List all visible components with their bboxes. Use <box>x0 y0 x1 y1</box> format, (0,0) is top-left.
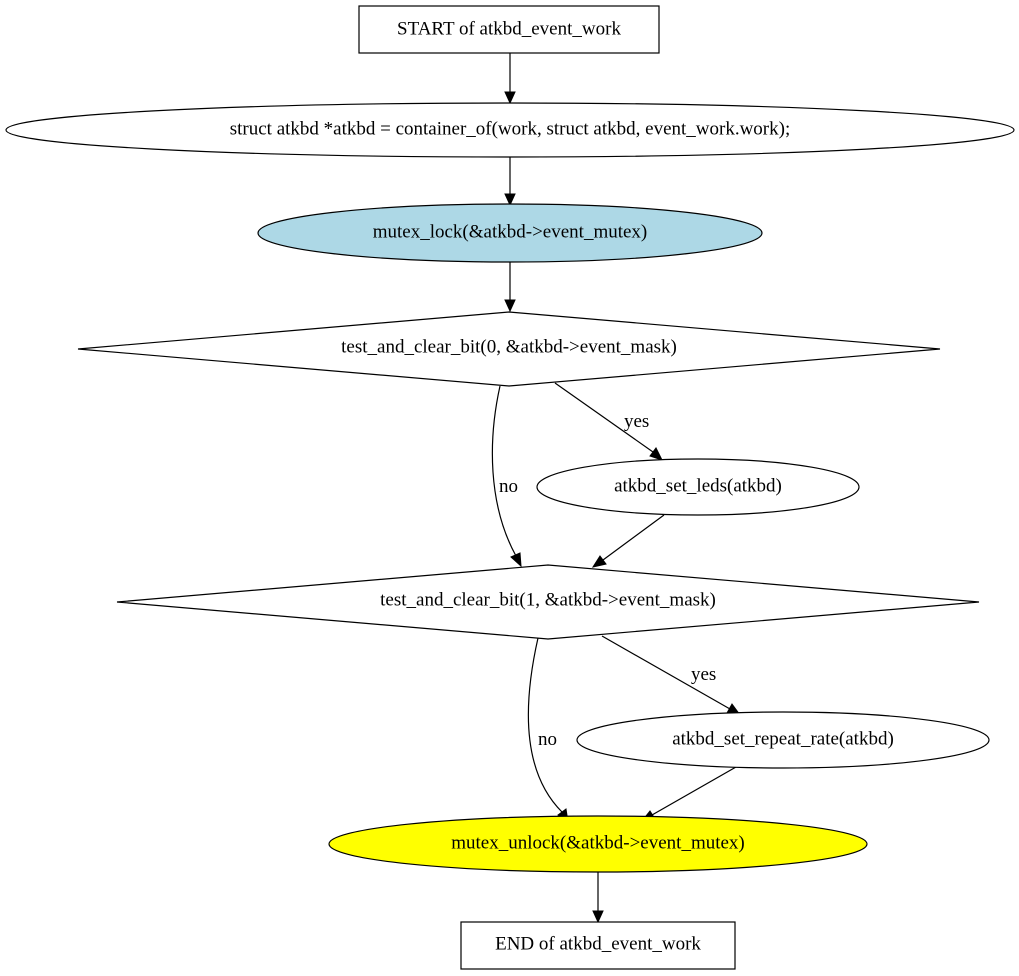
node-set-leds: atkbd_set_leds(atkbd) <box>536 458 860 516</box>
test-bit-1-diamond <box>116 564 980 640</box>
edge-repeat-to-unlock <box>651 766 737 816</box>
edge-label-test0-no: no <box>499 476 518 497</box>
end-label: END of atkbd_event_work <box>495 933 701 954</box>
node-container-of: struct atkbd *atkbd = container_of(work,… <box>5 102 1015 158</box>
set-leds-label: atkbd_set_leds(atkbd) <box>614 475 782 496</box>
arrow-unlock-to-end <box>592 910 604 924</box>
edge-test1-no <box>527 637 563 813</box>
edge-test0-yes <box>554 382 654 453</box>
arrow-leds-to-test1 <box>591 555 607 568</box>
test-bit-0-label: test_and_clear_bit(0, &atkbd->event_mask… <box>341 336 677 357</box>
edge-test1-yes <box>601 635 731 710</box>
edge-label-test1-no: no <box>538 729 557 750</box>
container-of-label: struct atkbd *atkbd = container_of(work,… <box>230 118 791 139</box>
node-end: END of atkbd_event_work <box>460 921 736 970</box>
node-mutex-lock: mutex_lock(&atkbd->event_mutex) <box>257 203 763 263</box>
arrow-test0-no <box>510 552 522 568</box>
node-test-bit-1: test_and_clear_bit(1, &atkbd->event_mask… <box>116 564 980 640</box>
end-box <box>460 921 736 970</box>
start-label: START of atkbd_event_work <box>397 18 621 39</box>
test-bit-0-diamond <box>77 311 941 387</box>
arrow-container-to-lock <box>504 193 516 207</box>
set-leds-ellipse <box>536 458 860 516</box>
edge-leds-to-test1 <box>602 514 665 561</box>
arrow-test0-yes <box>649 447 663 461</box>
mutex-lock-label: mutex_lock(&atkbd->event_mutex) <box>373 221 648 242</box>
test-bit-1-label: test_and_clear_bit(1, &atkbd->event_mask… <box>380 589 716 610</box>
edges <box>491 53 742 924</box>
edge-labels: yes no yes no <box>499 411 716 750</box>
node-set-repeat-rate: atkbd_set_repeat_rate(atkbd) <box>576 711 990 769</box>
mutex-unlock-label: mutex_unlock(&atkbd->event_mutex) <box>451 832 745 853</box>
node-start: START of atkbd_event_work <box>358 5 660 54</box>
node-test-bit-0: test_and_clear_bit(0, &atkbd->event_mask… <box>77 311 941 387</box>
start-box <box>358 5 660 54</box>
arrow-lock-to-test0 <box>504 299 516 313</box>
mutex-unlock-ellipse <box>328 815 868 873</box>
set-repeat-rate-ellipse <box>576 711 990 769</box>
mutex-lock-ellipse <box>257 203 763 263</box>
edge-label-test0-yes: yes <box>624 411 649 432</box>
node-mutex-unlock: mutex_unlock(&atkbd->event_mutex) <box>328 815 868 873</box>
edge-label-test1-yes: yes <box>691 664 716 685</box>
arrow-start-to-container <box>504 91 516 105</box>
container-of-ellipse <box>5 102 1015 158</box>
edge-test0-no <box>491 385 517 557</box>
set-repeat-rate-label: atkbd_set_repeat_rate(atkbd) <box>672 728 894 749</box>
